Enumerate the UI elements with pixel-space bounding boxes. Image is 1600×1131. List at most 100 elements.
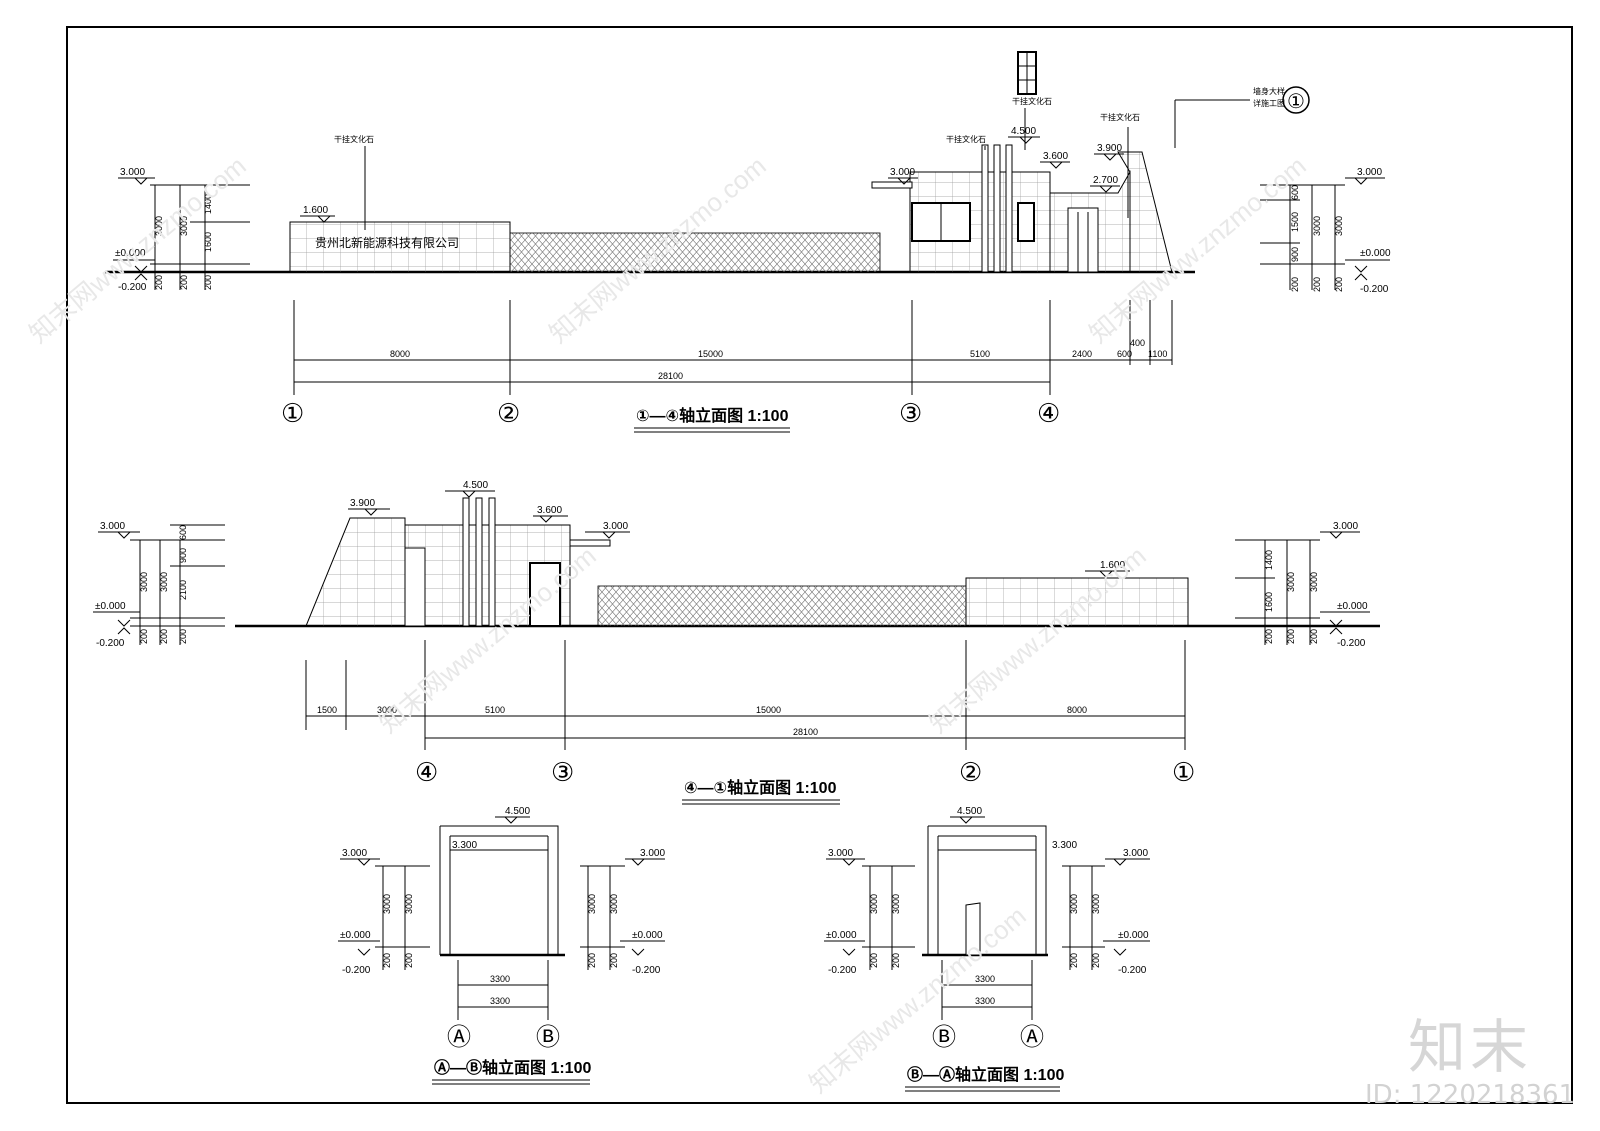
v2-dim-l1: 3000 <box>159 572 169 592</box>
v2-dim-5100: 5100 <box>485 705 505 715</box>
v4-dim-l1: 3000 <box>891 894 901 914</box>
v2-dim-3000: 3000 <box>377 705 397 715</box>
v1-axis-4: ④ <box>1037 398 1060 428</box>
level-3900: 3.900 <box>1097 143 1122 154</box>
v3-level-neg-right: -0.200 <box>632 965 661 976</box>
v3-level-4500: 4.500 <box>505 806 530 817</box>
image-id: ID: 1220218361 <box>1365 1080 1576 1110</box>
v2-level-0-right: ±0.000 <box>1337 601 1368 612</box>
level-3000-right: 3.000 <box>1357 167 1382 178</box>
level-3600: 3.600 <box>1043 151 1068 162</box>
v4-axis-b: Ⓑ <box>932 1024 956 1051</box>
v2-dim-l0: 3000 <box>139 572 149 592</box>
v1-dim-2400: 2400 <box>1072 349 1092 359</box>
v2-level-0-left: ±0.000 <box>95 601 126 612</box>
v4-level-neg-left: -0.200 <box>828 965 857 976</box>
v3-level-0-right: ±0.000 <box>632 930 663 941</box>
v2-dim-1500: 1500 <box>317 705 337 715</box>
v1-dim-15000: 15000 <box>698 349 723 359</box>
v1-dim-400: 400 <box>1130 338 1145 348</box>
v2-level-3600: 3.600 <box>537 505 562 516</box>
level-0-right: ±0.000 <box>1360 248 1391 259</box>
v4-axis-a: Ⓐ <box>1020 1024 1044 1051</box>
v1-axis-2: ② <box>497 398 520 428</box>
v1-axis-1: ① <box>281 398 304 428</box>
v2-level-3000-left: 3.000 <box>100 521 125 532</box>
v2-axis-1: ① <box>1172 757 1195 787</box>
v2-axis-4: ④ <box>415 757 438 787</box>
v2-title: ④—①轴立面图 1:100 <box>684 778 837 797</box>
v2-dim-l3: 900 <box>178 548 188 563</box>
v2-level-neg-right: -0.200 <box>1337 638 1366 649</box>
v4-level-3000-left: 3.000 <box>828 848 853 859</box>
v2-axis-3: ③ <box>551 757 574 787</box>
v1-dim-r5: 200 <box>1290 277 1300 292</box>
v2-dim-8000: 8000 <box>1067 705 1087 715</box>
v3-dim-l0: 3000 <box>382 894 392 914</box>
v3-dim-l1: 3000 <box>404 894 414 914</box>
v1-dim-8000: 8000 <box>390 349 410 359</box>
detail-circle: ① <box>1287 91 1305 113</box>
v1-dim-l6: 200 <box>203 275 213 290</box>
v1-dim-5100: 5100 <box>970 349 990 359</box>
v1-dim-l1: 3000 <box>179 216 189 236</box>
v2-dim-15000: 15000 <box>756 705 781 715</box>
v1-dim-r6: 200 <box>1312 277 1322 292</box>
v1-dim-600: 600 <box>1117 349 1132 359</box>
v1-dim-total: 28100 <box>658 371 683 381</box>
v3-dim-l2: 200 <box>382 953 392 968</box>
v2-level-neg-left: -0.200 <box>96 638 125 649</box>
sheet-border <box>66 26 1573 1104</box>
v3-level-3300: 3.300 <box>452 840 477 851</box>
v3-dim-3300b: 3300 <box>490 996 510 1006</box>
v2-level-3900: 3.900 <box>350 498 375 509</box>
v1-dim-l2: 1400 <box>203 194 213 214</box>
elevation-4-1: 3.000 ±0.000 -0.200 3.900 4.500 3.600 3.… <box>93 480 1380 805</box>
v4-dim-r2: 200 <box>1069 953 1079 968</box>
note-detail-1: 墙身大样 <box>1253 86 1285 96</box>
v3-level-neg-left: -0.200 <box>342 965 371 976</box>
level-4500: 4.500 <box>1011 126 1036 137</box>
v3-dim-r0: 3000 <box>587 894 597 914</box>
v1-dim-r0: 600 <box>1290 185 1300 200</box>
v1-axis-3: ③ <box>899 398 922 428</box>
level-2700: 2.700 <box>1093 175 1118 186</box>
company-sign-text: 贵州北新能源科技有限公司 <box>315 235 459 250</box>
v4-level-0-left: ±0.000 <box>826 930 857 941</box>
v2-axis-2: ② <box>959 757 982 787</box>
v2-level-3000-house: 3.000 <box>603 521 628 532</box>
v3-dim-r2: 200 <box>587 953 597 968</box>
v4-dim-3300b: 3300 <box>975 996 995 1006</box>
elevation-a-b: 4.500 3.300 3.000 ±0.000 -0.200 3.000 ±0… <box>338 806 665 1085</box>
v4-dim-r1: 3000 <box>1091 894 1101 914</box>
v2-dim-l6: 200 <box>159 629 169 644</box>
v4-dim-r3: 200 <box>1091 953 1101 968</box>
level-1600: 1.600 <box>303 205 328 216</box>
level-3000-house: 3.000 <box>890 167 915 178</box>
v2-level-1600: 1.600 <box>1100 560 1125 571</box>
v3-title: Ⓐ—Ⓑ轴立面图 1:100 <box>434 1058 591 1077</box>
note-stone-3: 干挂文化石 <box>1012 96 1052 106</box>
v1-title: ①—④轴立面图 1:100 <box>636 406 789 425</box>
v4-dim-l3: 200 <box>891 953 901 968</box>
v2-dim-total: 28100 <box>793 727 818 737</box>
v4-dim-3300a: 3300 <box>975 974 995 984</box>
v2-dim-l4: 2100 <box>178 580 188 600</box>
level-neg-right: -0.200 <box>1360 284 1389 295</box>
v4-dim-r0: 3000 <box>1069 894 1079 914</box>
note-detail-2: 详施工图 <box>1253 98 1285 108</box>
v4-dim-l0: 3000 <box>869 894 879 914</box>
level-0-left: ±0.000 <box>115 248 146 259</box>
brand-logo: 知末 <box>1408 1013 1533 1081</box>
v2-dim-r5: 200 <box>1286 629 1296 644</box>
v1-dim-r1: 1500 <box>1290 212 1300 232</box>
v2-level-3000-right: 3.000 <box>1333 521 1358 532</box>
elevation-1-4: 贵州北新能源科技有限公司 干挂文化石 干挂文化石 干挂文化石 干挂文化石 墙身大… <box>105 51 1391 433</box>
v4-level-3300: 3.300 <box>1052 840 1077 851</box>
note-stone-1: 干挂文化石 <box>334 134 374 144</box>
v2-dim-l7: 200 <box>178 629 188 644</box>
v2-dim-l5: 200 <box>139 629 149 644</box>
v1-dim-r3: 3000 <box>1312 216 1322 236</box>
level-3000-left: 3.000 <box>120 167 145 178</box>
v3-level-3000-right: 3.000 <box>640 848 665 859</box>
